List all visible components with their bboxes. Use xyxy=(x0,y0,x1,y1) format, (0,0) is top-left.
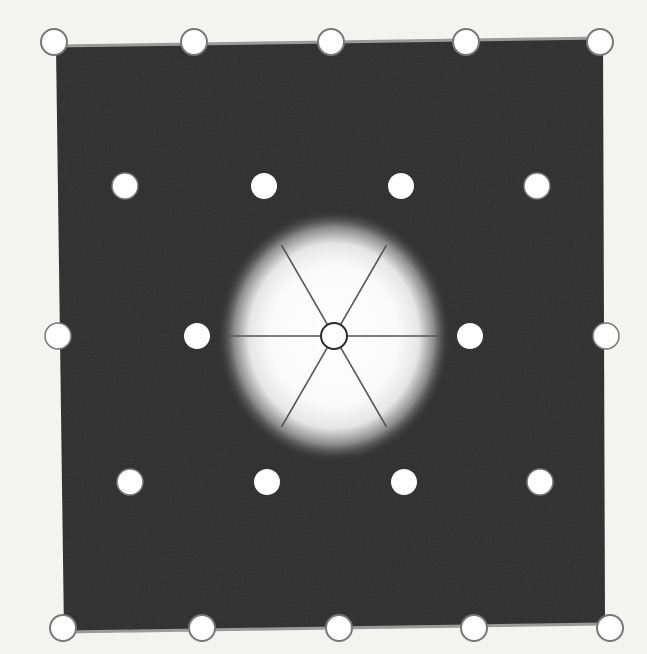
side-lattice-point xyxy=(112,173,138,199)
side-lattice-point xyxy=(117,469,143,495)
side-lattice-point xyxy=(593,323,619,349)
edge-lattice-point xyxy=(326,615,352,641)
edge-lattice-point xyxy=(181,29,207,55)
edge-lattice-point xyxy=(453,29,479,55)
edge-lattice-point xyxy=(41,29,67,55)
edge-lattice-point xyxy=(597,615,623,641)
lattice-point xyxy=(391,469,417,495)
side-lattice-point xyxy=(524,173,550,199)
lattice-point xyxy=(457,323,483,349)
edge-lattice-point xyxy=(189,615,215,641)
edge-lattice-point xyxy=(587,29,613,55)
edge-lattice-point xyxy=(318,29,344,55)
lattice-point xyxy=(184,323,210,349)
side-lattice-point xyxy=(527,469,553,495)
side-lattice-point xyxy=(45,323,71,349)
edge-lattice-point xyxy=(461,615,487,641)
center-lattice-point xyxy=(321,323,347,349)
lattice-point xyxy=(254,469,280,495)
lattice-point xyxy=(251,173,277,199)
lattice-point xyxy=(388,173,414,199)
edge-lattice-point xyxy=(50,615,76,641)
